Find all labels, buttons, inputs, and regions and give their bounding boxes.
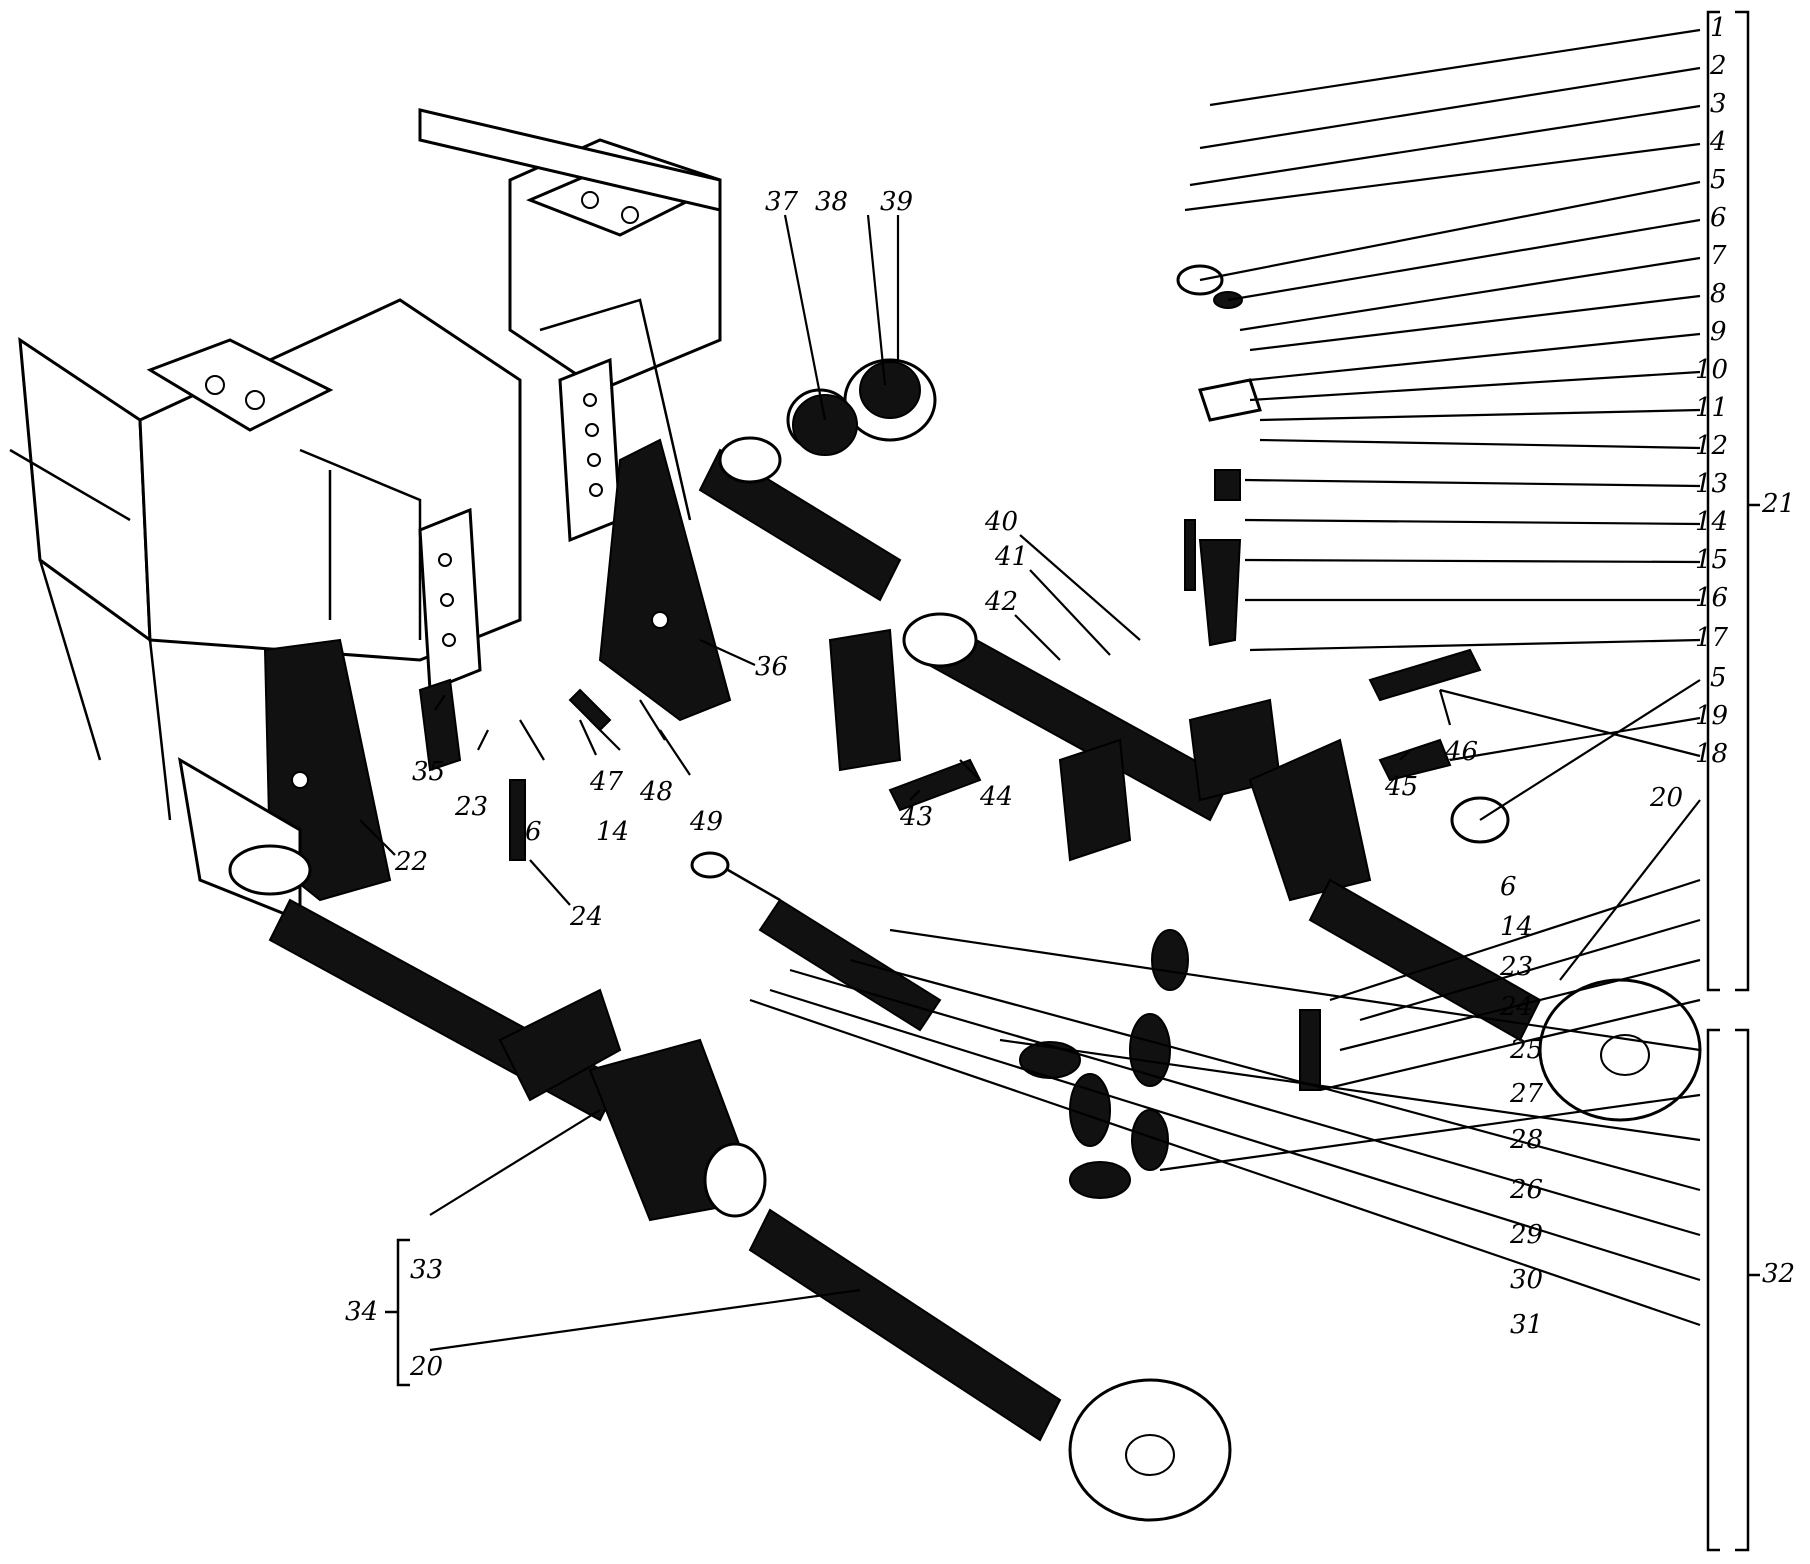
group-brackets [385,10,1760,1552]
callout-36: 36 [755,652,788,682]
callout-14-left: 14 [596,817,629,847]
callout-right-31: 31 [1510,1310,1543,1340]
callout-40: 40 [984,507,1018,537]
vertical-bracket [418,357,622,693]
callout-43: 43 [899,802,933,832]
callout-labels: 1 2 3 4 5 6 7 8 9 10 11 12 13 14 15 16 1… [345,13,1795,1382]
callout-right-5b: 5 [1710,663,1727,693]
callout-24-left: 24 [569,902,603,932]
left-link-extension [748,1208,1232,1522]
callout-47: 47 [589,767,624,797]
callout-right-14b: 14 [1500,912,1533,942]
callout-right-23: 23 [1499,952,1533,982]
callout-right-28: 28 [1509,1125,1543,1155]
callout-right-10: 10 [1695,355,1728,385]
turnbuckle [690,851,942,1032]
callout-39: 39 [880,187,913,217]
callout-34: 34 [345,1297,378,1327]
right-lower-link [902,612,1702,1122]
callout-right-12: 12 [1695,431,1728,461]
callout-right-20: 20 [1649,783,1683,813]
callout-right-5: 5 [1710,165,1727,195]
callout-group-32: 32 [1762,1259,1795,1289]
callout-44: 44 [979,782,1013,812]
callout-right-16: 16 [1695,583,1728,613]
callout-right-13: 13 [1695,469,1728,499]
callout-right-27: 27 [1509,1079,1544,1109]
callout-right-9: 9 [1710,317,1727,347]
callout-right-6b: 6 [1500,872,1517,902]
small-parts [418,264,1510,1091]
callout-right-19: 19 [1695,701,1728,731]
callout-35: 35 [412,757,445,787]
callout-6-left: 6 [525,817,542,847]
callout-right-14: 14 [1695,507,1728,537]
callout-33: 33 [410,1255,443,1285]
callout-right-26: 26 [1509,1175,1543,1205]
callout-right-15: 15 [1695,545,1728,575]
callout-right-7: 7 [1710,241,1727,271]
callout-right-6: 6 [1710,203,1727,233]
callout-22: 22 [394,847,428,877]
callout-49: 49 [689,807,723,837]
callout-20-bottom: 20 [409,1352,443,1382]
callout-37: 37 [765,187,799,217]
callout-45: 45 [1384,772,1418,802]
callout-right-29: 29 [1509,1220,1543,1250]
right-chain-bracket [598,438,732,722]
leader-lines [359,28,1701,1352]
callout-48: 48 [639,777,673,807]
check-chain [1019,929,1189,1199]
callout-right-4: 4 [1709,127,1727,157]
callout-right-1: 1 [1710,13,1727,43]
callout-right-25: 25 [1509,1035,1543,1065]
callout-right-2: 2 [1709,51,1727,81]
callout-23-left: 23 [454,792,488,822]
left-lower-link [177,757,767,1222]
callout-group-21: 21 [1761,489,1795,519]
callout-right-24: 24 [1499,992,1533,1022]
callout-right-8: 8 [1710,279,1727,309]
callout-right-17: 17 [1695,623,1729,653]
callout-right-11: 11 [1695,393,1728,423]
callout-46: 46 [1444,737,1478,767]
callout-42: 42 [984,587,1018,617]
callout-41: 41 [994,542,1028,572]
callout-38: 38 [815,187,848,217]
callout-right-3: 3 [1710,89,1727,119]
callout-right-18: 18 [1695,739,1728,769]
callout-right-30: 30 [1510,1265,1543,1295]
